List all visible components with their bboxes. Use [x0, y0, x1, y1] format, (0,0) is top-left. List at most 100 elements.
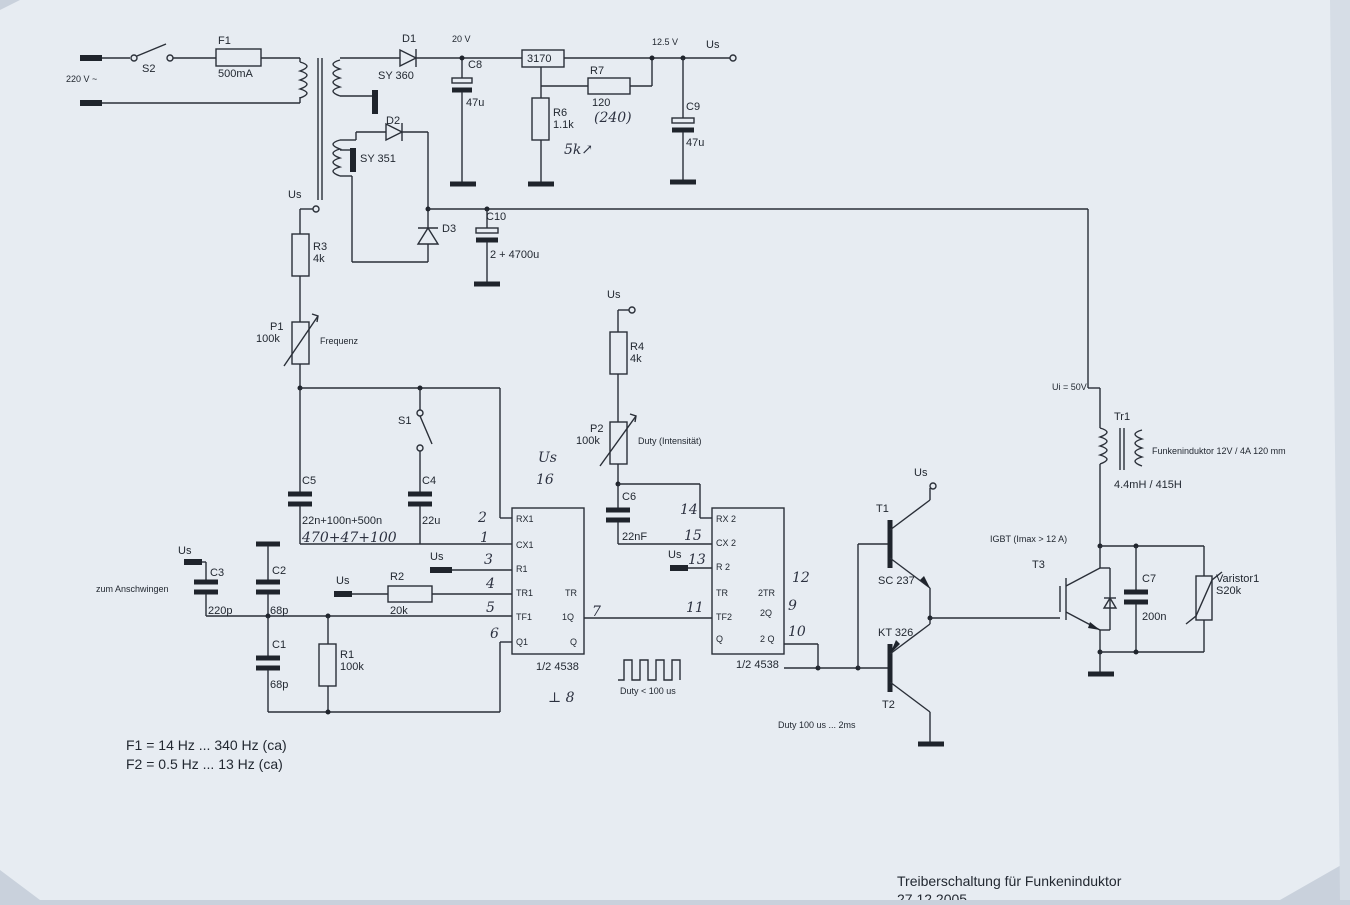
ic1-pin-rx1: RX1: [516, 514, 534, 524]
ic1-num-3: 3: [484, 552, 493, 568]
ic2-num-14: 14: [680, 502, 698, 518]
ic1-num-2: 2: [477, 510, 487, 526]
ic1-pin-tr: TR: [565, 588, 577, 598]
ic2-name: 1/2 4538: [736, 659, 779, 671]
r3-value: 4k: [313, 253, 325, 265]
r6-value: 1.1k: [553, 119, 574, 131]
r6-handwritten: 5k↗: [564, 142, 593, 158]
c5-label: C5: [302, 475, 316, 487]
d1-label: D1: [402, 33, 416, 45]
r6-label: R6: [553, 107, 567, 119]
ic2-num-15: 15: [684, 528, 702, 544]
v20-label: 20 V: [452, 34, 471, 44]
r4-label: R4: [630, 341, 644, 353]
supply-20v: D1 SY 360 20 V C8 47u 3170 R7 120 (240) …: [340, 33, 737, 187]
c5-handwritten: 470+47+100: [301, 530, 397, 546]
anschwingen-label: zum Anschwingen: [96, 584, 169, 594]
supply-50v: D2 SY 351 D3 C10 2 + 4700u: [340, 115, 1101, 428]
ic2-pin-r2: R 2: [716, 562, 730, 572]
r3-label: R3: [313, 241, 327, 253]
ic2-pin-q: Q: [716, 634, 723, 644]
ic2-4538: RX 2 CX 2 R 2 TR TF2 Q 2TR 2Q 2 Q 1/2 45…: [668, 502, 810, 671]
r7-handwritten: (240): [594, 110, 632, 126]
ic1-gnd-handwritten: ⊥ 8: [548, 690, 575, 706]
t2-value: KT 326: [878, 627, 913, 639]
ic2-pin-2q-bar: 2 Q: [760, 634, 775, 644]
ic2-num-10: 10: [788, 624, 806, 640]
r2-value: 20k: [390, 605, 408, 617]
frequency-section: Us R3 4k P1 100k Frequenz S1 C5 22n+100n…: [256, 189, 512, 546]
ic2-num-11: 11: [686, 600, 704, 616]
c3-value: 220p: [208, 605, 232, 617]
t2-label: T2: [882, 699, 895, 711]
c7-label: C7: [1142, 573, 1156, 585]
v125-label: 12.5 V: [652, 37, 678, 47]
drawing-title: Treiberschaltung für Funkeninduktor: [897, 873, 1122, 889]
t3-label: T3: [1032, 559, 1045, 571]
regulator-label: 3170: [527, 53, 551, 65]
ic2-pin-tr: TR: [716, 588, 728, 598]
varistor-label: Varistor1: [1216, 573, 1259, 585]
c8-value: 47u: [466, 97, 484, 109]
ic2-pin-cx2: CX 2: [716, 538, 736, 548]
c10-value: 2 + 4700u: [490, 249, 539, 261]
r2-label: R2: [390, 571, 404, 583]
c8-label: C8: [468, 59, 482, 71]
us-r3-label: Us: [288, 189, 302, 201]
duty1-label: Duty < 100 us: [620, 686, 676, 696]
tr1-value: 4.4mH / 415H: [1114, 479, 1182, 491]
mains-voltage-label: 220 V ~: [66, 74, 97, 84]
c6-value: 22nF: [622, 531, 647, 543]
varistor-value: S20k: [1216, 585, 1242, 597]
ic1-num-1: 1: [480, 530, 489, 546]
duty2-label: Duty 100 us ... 2ms: [778, 720, 856, 730]
f1-formula: F1 = 14 Hz ... 340 Hz (ca): [126, 737, 287, 753]
c2-value: 68p: [270, 605, 288, 617]
c7-value: 200n: [1142, 611, 1166, 623]
ic1-pin-tr1: TR1: [516, 588, 533, 598]
d2-value: SY 351: [360, 153, 396, 165]
c4-value: 22u: [422, 515, 440, 527]
ic1-us-handwritten: Us: [538, 450, 557, 466]
r1-label: R1: [340, 649, 354, 661]
ic1-pin-tf1: TF1: [516, 612, 532, 622]
p1-value: 100k: [256, 333, 280, 345]
us-r4-label: Us: [607, 289, 621, 301]
us-c3-label: Us: [178, 545, 192, 557]
ic1-pin16-handwritten: 16: [536, 472, 554, 488]
ic2-pin-rx2: RX 2: [716, 514, 736, 524]
p2-value: 100k: [576, 435, 600, 447]
us-output-label: Us: [706, 39, 720, 51]
start-network: Us C3 220p zum Anschwingen C2 68p C1 68p…: [96, 541, 712, 715]
ic1-pin-q: Q: [570, 637, 577, 647]
ic1-name: 1/2 4538: [536, 661, 579, 673]
ic1-4538: RX1 CX1 R1 TR1 TF1 Q1 TR 1Q Q 1/2 4538 2…: [430, 450, 601, 706]
r7-label: R7: [590, 65, 604, 77]
ui-label: Ui = 50V: [1052, 382, 1087, 392]
c3-label: C3: [210, 567, 224, 579]
us-ic1-label: Us: [430, 551, 444, 563]
tr1-name: Funkeninduktor 12V / 4A 120 mm: [1152, 446, 1286, 456]
c10-label: C10: [486, 211, 506, 223]
c5-value: 22n+100n+500n: [302, 515, 382, 527]
c2-label: C2: [272, 565, 286, 577]
t1-label: T1: [876, 503, 889, 515]
d3-label: D3: [442, 223, 456, 235]
ic1-pin-r1: R1: [516, 564, 528, 574]
igbt-label: IGBT (Imax > 12 A): [990, 534, 1067, 544]
f2-formula: F2 = 0.5 Hz ... 13 Hz (ca): [126, 756, 283, 772]
ic2-num-13: 13: [688, 552, 706, 568]
ic1-num-5: 5: [486, 600, 495, 616]
ic2-pin-tf2: TF2: [716, 612, 732, 622]
t1-value: SC 237: [878, 575, 915, 587]
s2-label: S2: [142, 63, 155, 75]
ic1-pin-q1: Q1: [516, 637, 528, 647]
output-stage: Ui = 50V Tr1 Funkeninduktor 12V / 4A 120…: [990, 382, 1286, 677]
mains-input: 220 V ~ S2 F1 500mA: [66, 35, 343, 200]
c9-label: C9: [686, 101, 700, 113]
drawing-date: 27.12.2005: [897, 891, 967, 900]
s1-label: S1: [398, 415, 411, 427]
